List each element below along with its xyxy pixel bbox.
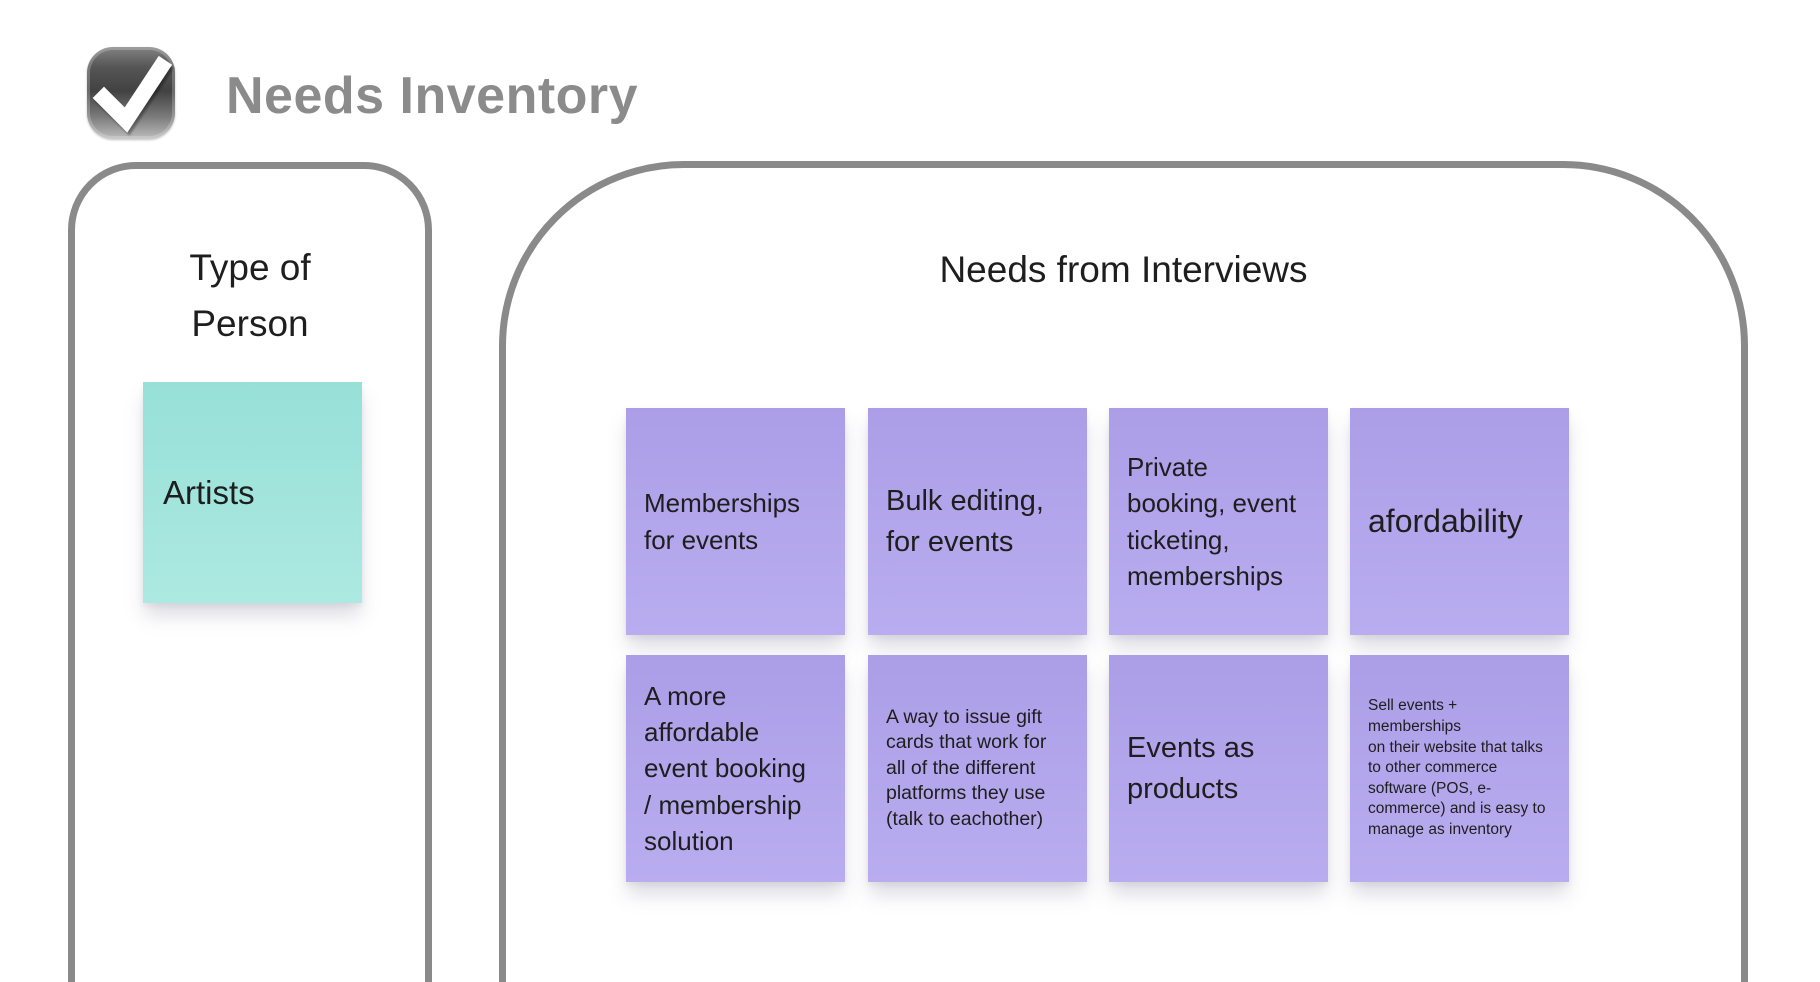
sticky-note-text: Events as products	[1127, 732, 1255, 805]
section-needs-title: Needs from Interviews	[939, 249, 1308, 290]
board-title[interactable]: Needs Inventory	[226, 67, 639, 125]
sticky-note-text: Sell events + memberships on their websi…	[1368, 697, 1546, 839]
sticky-note-memberships-for-events[interactable]: Memberships for events	[626, 408, 845, 635]
sticky-note-events-as-products[interactable]: Events as products	[1109, 655, 1328, 882]
checkbox-icon[interactable]	[87, 47, 175, 139]
sticky-note-bulk-editing[interactable]: Bulk editing, for events	[868, 408, 1087, 635]
sticky-note-text: A way to issue gift cards that work for …	[886, 706, 1047, 830]
sticky-note-affordable-solution[interactable]: A more affordable event booking / member…	[626, 655, 845, 882]
sticky-note-text: Private booking, event ticketing, member…	[1127, 451, 1297, 591]
sticky-note-gift-cards[interactable]: A way to issue gift cards that work for …	[868, 655, 1087, 882]
checkmark-icon	[92, 55, 173, 133]
section-type-of-person[interactable]	[68, 162, 432, 982]
sticky-note-private-booking[interactable]: Private booking, event ticketing, member…	[1109, 408, 1328, 635]
sticky-note-text: A more affordable event booking / member…	[644, 680, 806, 857]
section-person-title: Type of Person	[189, 247, 311, 344]
sticky-note-text: Bulk editing, for events	[886, 485, 1044, 558]
sticky-note-text: Artists	[163, 473, 255, 511]
sticky-note-sell-events-memberships[interactable]: Sell events + memberships on their websi…	[1350, 655, 1569, 882]
sticky-note-text: Memberships for events	[644, 488, 801, 555]
section-needs-from-interviews[interactable]	[499, 161, 1748, 982]
sticky-note-afordability[interactable]: afordability	[1350, 408, 1569, 635]
sticky-note-text: afordability	[1368, 502, 1523, 539]
sticky-note-artists[interactable]: Artists	[143, 382, 362, 603]
